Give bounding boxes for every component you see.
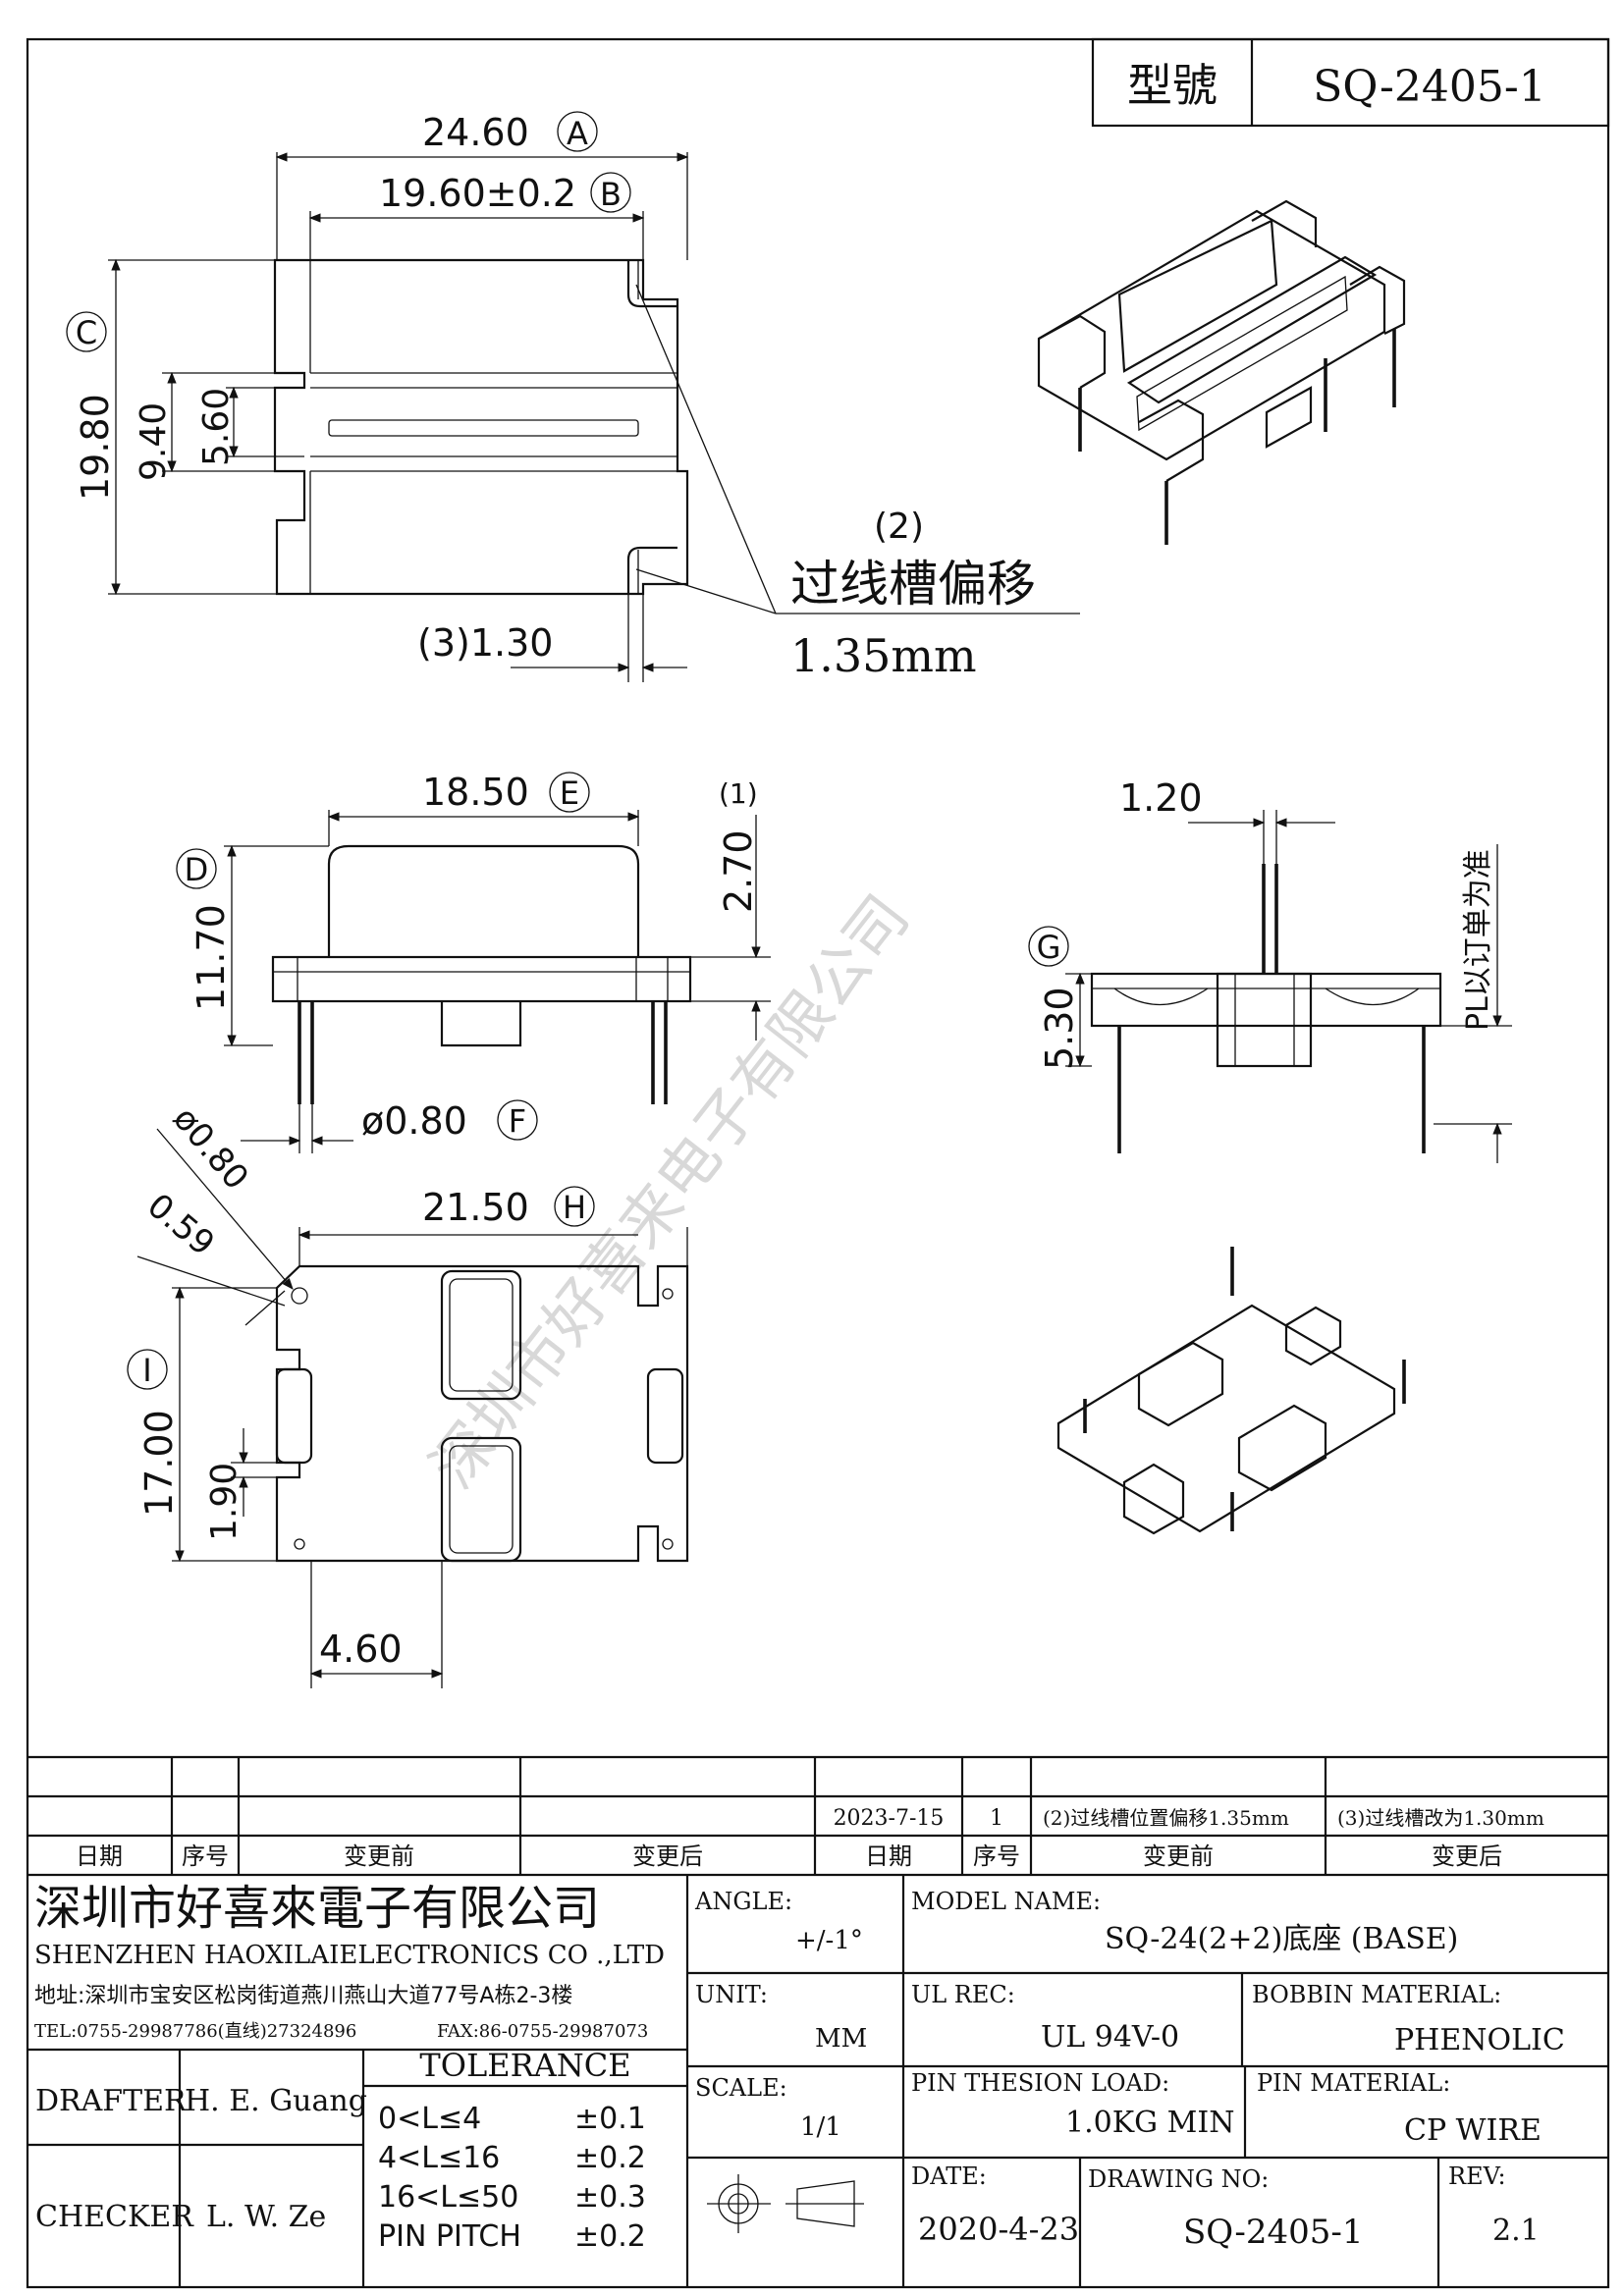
- dim-c-inner2: 5.60: [196, 388, 237, 466]
- ul-value: UL 94V-0: [1041, 2020, 1179, 2055]
- date-value: 2020-4-23: [918, 2211, 1079, 2248]
- rev-value: 2.1: [1492, 2214, 1540, 2248]
- dim-h-tag: H: [563, 1189, 586, 1226]
- dim-slot: 0.59: [139, 1186, 222, 1263]
- tol-row-1-range: 0<L≤4: [378, 2102, 481, 2136]
- scale-label: SCALE:: [695, 2074, 787, 2102]
- dim-side-w: 1.20: [1119, 776, 1203, 820]
- rev-header-date-1: 日期: [76, 1842, 123, 1870]
- dim-w-value: 4.60: [319, 1628, 403, 1671]
- rev-header-seq-1: 序号: [182, 1842, 229, 1870]
- note2-num: (2): [874, 507, 924, 547]
- dim-e-tag: E: [560, 774, 579, 812]
- projection-symbol: [707, 2174, 864, 2233]
- dim-g-value: 5.30: [1038, 987, 1081, 1070]
- dim-c-value: 19.80: [74, 394, 117, 501]
- header-model-box: 型號 SQ-2405-1: [1091, 37, 1610, 128]
- title-block: 深圳市好喜來電子有限公司 SHENZHEN HAOXILAIELECTRONIC…: [27, 1875, 1608, 2287]
- sheet-border: [26, 37, 1610, 2289]
- unit-value: MM: [815, 2024, 867, 2054]
- rev-header-before-1: 变更前: [344, 1842, 414, 1870]
- dim-b-value: 19.60±0.2: [379, 172, 576, 215]
- dim-h1-note: (1): [719, 777, 758, 810]
- dim-b-tag: B: [600, 176, 622, 213]
- checker-value: L. W. Ze: [206, 2200, 326, 2234]
- dim-e-value: 18.50: [422, 771, 529, 814]
- bottom-view: 21.50 H ø0.80 0.59 17.00 I 1.90 4.60: [127, 1099, 689, 1688]
- tol-row-4-range: PIN PITCH: [378, 2219, 521, 2254]
- dim-g-tag: G: [1037, 929, 1061, 966]
- company-cn: 深圳市好喜來電子有限公司: [34, 1881, 600, 1936]
- dim-i-tag: I: [142, 1352, 151, 1389]
- rev-header-date-2: 日期: [865, 1842, 912, 1870]
- pl-note: PL以订单为准: [1461, 849, 1495, 1031]
- note2-value: 1.35mm: [790, 629, 977, 682]
- dim-i-inner: 1.90: [204, 1463, 244, 1541]
- scale-value: 1/1: [800, 2112, 841, 2142]
- rev-header-after-2: 变更后: [1432, 1842, 1502, 1870]
- date-label: DATE:: [911, 2163, 987, 2190]
- iso-view-top: [1037, 199, 1406, 545]
- model-label: 型號: [1127, 59, 1218, 112]
- rev-header-before-2: 变更前: [1143, 1842, 1214, 1870]
- dim-a-tag: A: [567, 115, 588, 152]
- dim-phi-small: ø0.80: [165, 1099, 256, 1198]
- dim-h1-value: 2.70: [717, 829, 760, 913]
- drafter-value: H. E. Guang: [185, 2084, 367, 2118]
- company-address: 地址:深圳市宝安区松岗街道燕川燕山大道77号A栋2-3楼: [34, 1984, 572, 2008]
- rev-header-after-1: 变更后: [632, 1842, 703, 1870]
- rev-label: REV:: [1448, 2163, 1506, 2190]
- angle-value: +/-1°: [795, 1926, 863, 1955]
- dim-f-tag: F: [509, 1102, 526, 1140]
- rev-after: (3)过线槽改为1.30mm: [1337, 1806, 1544, 1830]
- rev-before: (2)过线槽位置偏移1.35mm: [1043, 1806, 1289, 1830]
- bobbin-label: BOBBIN MATERIAL:: [1252, 1981, 1501, 2008]
- company-fax: FAX:86-0755-29987073: [437, 2021, 648, 2042]
- front-view: 18.50 E 11.70 D 2.70 (1) ø0.80 F: [176, 771, 771, 1153]
- revision-table: 2023-7-15 1 (2)过线槽位置偏移1.35mm (3)过线槽改为1.3…: [27, 1755, 1608, 1877]
- company-tel: TEL:0755-29987786(直线)27324896: [34, 2021, 356, 2042]
- dim-c-inner1: 9.40: [134, 402, 174, 481]
- company-en: SHENZHEN HAOXILAIELECTRONICS CO .,LTD: [34, 1941, 665, 1970]
- drawing-no-label: DRAWING NO:: [1088, 2165, 1269, 2193]
- dim-d-tag: D: [185, 851, 209, 888]
- dim-h-value: 21.50: [422, 1186, 529, 1229]
- tol-row-2-tol: ±0.2: [574, 2141, 646, 2175]
- drafter-label: DRAFTER: [35, 2084, 188, 2118]
- unit-label: UNIT:: [695, 1981, 768, 2008]
- model-name-label: MODEL NAME:: [911, 1888, 1101, 1915]
- pin-material-value: CP WIRE: [1404, 2113, 1542, 2148]
- angle-label: ANGLE:: [694, 1888, 792, 1915]
- ul-label: UL REC:: [911, 1981, 1015, 2008]
- dim-c-tag: C: [76, 314, 97, 351]
- bobbin-value: PHENOLIC: [1394, 2023, 1565, 2057]
- iso-view-bottom: [1056, 1247, 1406, 1535]
- drawing-no-value: SQ-2405-1: [1183, 2213, 1364, 2252]
- dim-d-value: 11.70: [189, 904, 233, 1011]
- top-view: 24.60 A 19.60±0.2 B 19.80 C 9.40 5.60 (2…: [66, 111, 1080, 682]
- rev-header-seq-2: 序号: [973, 1842, 1020, 1870]
- rev-date: 2023-7-15: [834, 1806, 945, 1831]
- tol-row-1-tol: ±0.1: [574, 2102, 646, 2136]
- pin-load-value: 1.0KG MIN: [1065, 2106, 1234, 2140]
- pin-material-label: PIN MATERIAL:: [1257, 2069, 1450, 2097]
- tol-row-3-range: 16<L≤50: [378, 2180, 518, 2215]
- pin-load-label: PIN THESION LOAD:: [911, 2069, 1169, 2097]
- note2-text: 过线槽偏移: [790, 556, 1036, 613]
- tol-row-2-range: 4<L≤16: [378, 2141, 500, 2175]
- tolerance-title: TOLERANCE: [419, 2047, 630, 2084]
- checker-label: CHECKER: [35, 2200, 194, 2234]
- note3: (3)1.30: [417, 621, 553, 665]
- dim-f-value: ø0.80: [361, 1099, 467, 1143]
- dim-i-value: 17.00: [137, 1410, 181, 1517]
- tol-row-4-tol: ±0.2: [574, 2219, 646, 2254]
- dim-a-value: 24.60: [422, 111, 529, 154]
- tol-row-3-tol: ±0.3: [574, 2180, 646, 2215]
- model-name-value: SQ-24(2+2)底座 (BASE): [1105, 1922, 1458, 1956]
- model-code: SQ-2405-1: [1313, 62, 1546, 112]
- rev-seq: 1: [990, 1806, 1003, 1831]
- side-view: 1.20 5.30 G PL以订单为准: [1028, 776, 1512, 1163]
